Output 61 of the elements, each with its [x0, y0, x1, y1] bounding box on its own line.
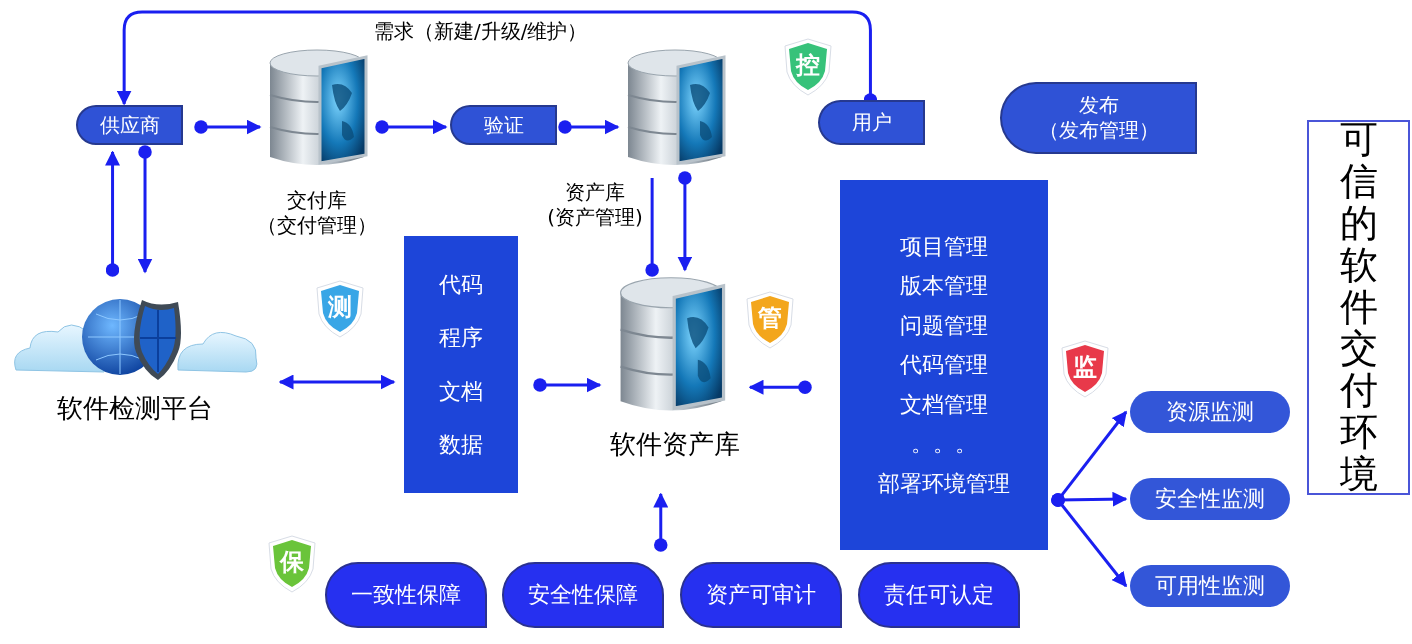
caption-text: （交付管理） — [257, 213, 377, 238]
node-text: 项目管理 — [900, 232, 988, 261]
arrow — [558, 119, 620, 135]
node-text: 。。。 — [911, 430, 977, 458]
node-text: 代码 — [439, 270, 483, 298]
node-text: 用户 — [851, 110, 892, 135]
arrow — [137, 145, 153, 274]
caption-text: 软件资产库 — [610, 428, 740, 461]
arrow — [1051, 493, 1128, 588]
node-text: 问题管理 — [900, 311, 988, 340]
arrow — [278, 374, 396, 390]
caption-text: 软件检测平台 — [57, 392, 213, 425]
node-text: 程序 — [439, 324, 483, 352]
pill-box — [1130, 391, 1290, 433]
node-text: 资产可审计 — [706, 581, 816, 609]
arrow — [375, 119, 448, 135]
caption-text: 交付库 — [287, 188, 347, 213]
node-text: 责任可认定 — [884, 581, 994, 609]
caption-text: (资产管理) — [547, 205, 643, 230]
node-text: 安全性保障 — [528, 581, 638, 609]
vertical-title: 可信的软件交付环境 — [1339, 119, 1378, 496]
shield-badge: 测 — [315, 280, 365, 338]
node-text: 文档管理 — [900, 390, 988, 419]
tab-box — [450, 105, 557, 145]
list-panel — [404, 236, 518, 493]
arrow — [677, 171, 693, 272]
node-text: 验证 — [483, 112, 524, 138]
title-panel — [1307, 120, 1410, 495]
tab-box — [818, 100, 925, 145]
shield-badge: 控 — [783, 38, 833, 96]
node-text: 资源监测 — [1166, 398, 1254, 426]
pill-box — [1130, 478, 1290, 520]
node-text: 代码管理 — [900, 351, 988, 379]
tab-box — [76, 105, 183, 145]
arrow — [194, 119, 262, 135]
shield-badge: 保 — [267, 535, 317, 593]
node-text: 一致性保障 — [351, 581, 461, 609]
list-panel — [840, 180, 1048, 550]
tab-box — [1000, 82, 1197, 154]
arrow — [105, 150, 121, 277]
arrow — [748, 379, 812, 395]
node-text: 发布 — [1078, 93, 1119, 118]
node-text: 安全性监测 — [1155, 485, 1265, 513]
node-text: 供应商 — [99, 112, 160, 138]
tab-box — [858, 562, 1020, 628]
node-text: 数据 — [439, 431, 483, 459]
node-text: 文档 — [439, 377, 483, 405]
tab-box — [325, 562, 487, 628]
pill-box — [1130, 565, 1290, 607]
tab-box — [502, 562, 664, 628]
node-text: 版本管理 — [900, 272, 988, 300]
shield-badge: 监 — [1060, 340, 1110, 398]
caption-text: 资产库 — [565, 180, 625, 205]
tab-box — [680, 562, 842, 628]
arrow — [116, 10, 878, 107]
shield-badge: 管 — [745, 291, 795, 349]
node-text: 部署环境管理 — [878, 469, 1010, 498]
arrow — [653, 492, 669, 552]
node-text: 可用性监测 — [1155, 572, 1265, 600]
node-text: （发布管理） — [1038, 118, 1159, 143]
arrow — [533, 377, 602, 393]
